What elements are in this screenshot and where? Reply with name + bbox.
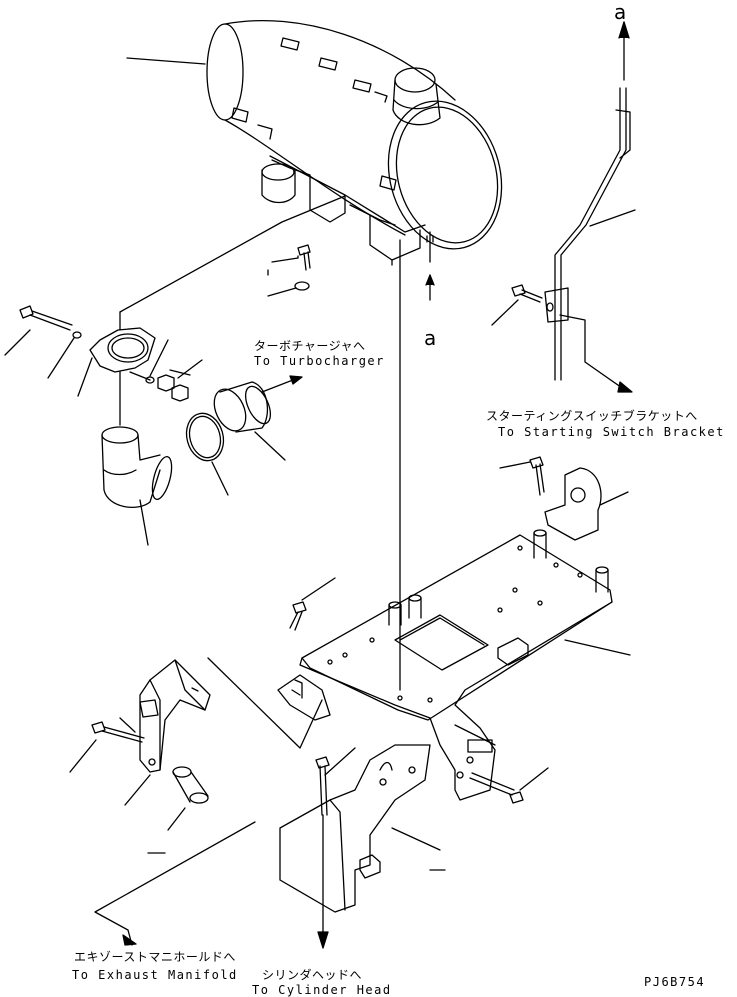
lower-bracket — [279, 744, 431, 913]
leader-spacer — [167, 807, 186, 831]
leader-gasket — [211, 461, 229, 496]
leader-plate — [564, 639, 631, 656]
arrow-exhaust — [94, 821, 256, 946]
elbow-pipe — [101, 426, 173, 508]
callout-cylinder-jp: シリンダヘッドへ — [262, 968, 363, 982]
tab-bracket — [544, 467, 602, 541]
sleeve — [213, 381, 272, 433]
bolt-left-low — [91, 721, 145, 743]
callout-turbo-jp: ターボチャージャへ — [254, 339, 366, 353]
leader-elbow — [139, 499, 149, 546]
arrow-starting — [559, 314, 626, 391]
clamp — [89, 327, 156, 373]
leader-bolt-upper — [271, 257, 299, 263]
washer-upper — [294, 281, 310, 291]
callout-cylinder-en: To Cylinder Head — [252, 983, 392, 997]
callout-exhaust-en: To Exhaust Manifold — [72, 968, 238, 982]
gasket-ring — [185, 412, 225, 462]
leader-bolt-right-low — [519, 767, 549, 791]
view-mark-mid: a — [424, 326, 437, 350]
leader-bolt-left — [4, 329, 31, 356]
bolt-center — [289, 601, 307, 631]
bolt-right-mid — [529, 456, 545, 496]
callout-exhaust-jp: エキゾーストマニホールドへ — [74, 950, 236, 964]
nut-2 — [171, 384, 189, 402]
leader-bolt-right-top — [491, 299, 519, 326]
left-bracket — [139, 659, 211, 773]
washer-small — [145, 376, 155, 384]
bolt-right-top — [511, 284, 543, 303]
support-plate — [299, 529, 613, 801]
leader-lower-bracket — [391, 827, 441, 851]
bolt-upper — [297, 244, 311, 271]
bolt-left — [19, 305, 73, 331]
leader-bolt-lower — [324, 747, 356, 776]
leader-muffler — [126, 57, 206, 65]
nut-1 — [157, 374, 175, 392]
leader-sleeve — [254, 431, 286, 461]
bolt-right-low — [469, 772, 524, 804]
rod — [554, 87, 631, 381]
clip-bracket — [277, 674, 331, 721]
rod-bracket — [544, 287, 569, 323]
callout-starting-jp: スターティングスイッチブラケットへ — [486, 409, 698, 423]
leader-left-bracket-b — [124, 774, 151, 806]
leader-washer-left — [47, 337, 75, 379]
callout-turbo-en: To Turbocharger — [254, 354, 385, 368]
washer-left — [72, 331, 82, 339]
callout-starting-en: To Starting Switch Bracket — [498, 425, 725, 439]
leader-bolt-right-mid — [499, 461, 531, 469]
leader-clamp — [77, 357, 93, 397]
leader-rod — [589, 209, 636, 227]
leader-bolt-center — [301, 577, 336, 601]
leader-left-bracket — [207, 657, 323, 749]
leader-tab — [599, 491, 629, 506]
muffler — [206, 19, 503, 266]
leader-bolt-left-low — [69, 739, 97, 773]
leader-washer-upper — [267, 287, 297, 297]
spacer — [172, 766, 209, 804]
drawing-code: PJ6B754 — [644, 975, 706, 989]
view-mark-top: a — [614, 0, 627, 24]
